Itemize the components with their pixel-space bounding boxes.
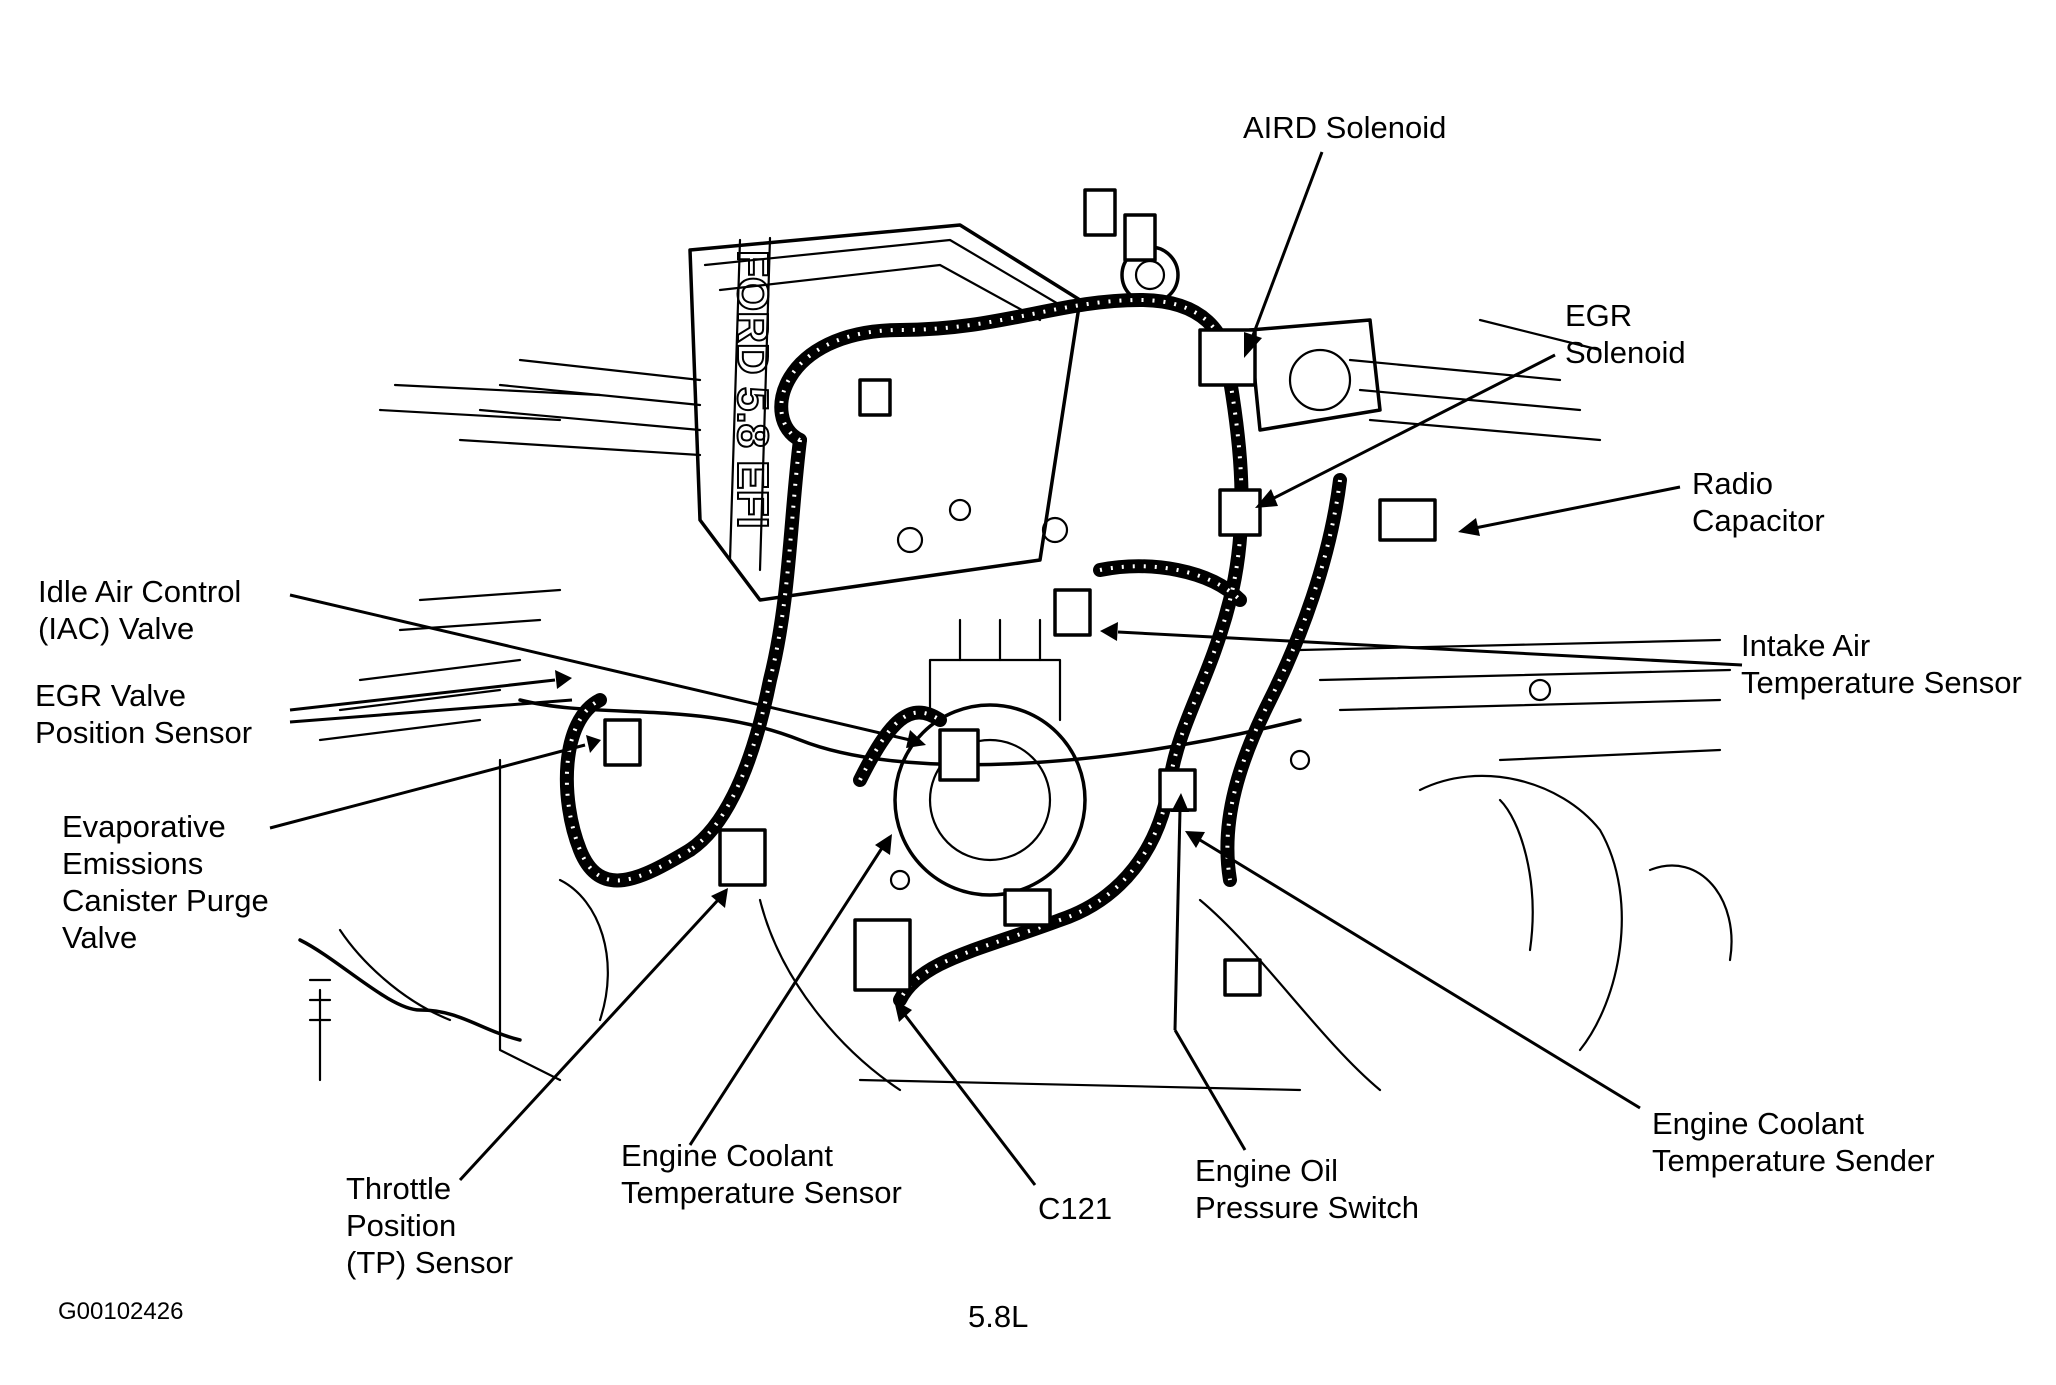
label-engine-coolant-temperature-sender: Engine Coolant Temperature Sender	[1652, 1106, 1935, 1178]
leader-lines	[269, 151, 1743, 1186]
label-c121: C121	[1038, 1191, 1113, 1226]
label-egr-valve-position-sensor: EGR Valve Position Sensor	[35, 678, 253, 750]
label-engine-oil-pressure-switch: Engine Oil Pressure Switch	[1195, 1153, 1419, 1225]
label-intake-air-temperature-sensor: Intake Air Temperature Sensor	[1741, 628, 2022, 700]
label-aird-solenoid: AIRD Solenoid	[1243, 110, 1447, 145]
engine-cover-text: FORD 5.8 EFI	[728, 250, 777, 529]
label-iac-valve: Idle Air Control (IAC) Valve	[38, 574, 242, 646]
label-egr-solenoid: EGR Solenoid	[1565, 298, 1686, 370]
figure-id: G00102426	[58, 1298, 184, 1325]
label-engine-coolant-temperature-sensor: Engine Coolant Temperature Sensor	[621, 1138, 902, 1210]
engine-size-caption: 5.8L	[968, 1299, 1029, 1334]
label-throttle-position-sensor: Throttle Position (TP) Sensor	[346, 1171, 514, 1280]
label-evap-canister-purge-valve: Evaporative Emissions Canister Purge Val…	[62, 809, 269, 955]
engine-drawing: FORD 5.8 EFI	[298, 188, 1733, 1092]
label-radio-capacitor: Radio Capacitor	[1692, 466, 1825, 538]
